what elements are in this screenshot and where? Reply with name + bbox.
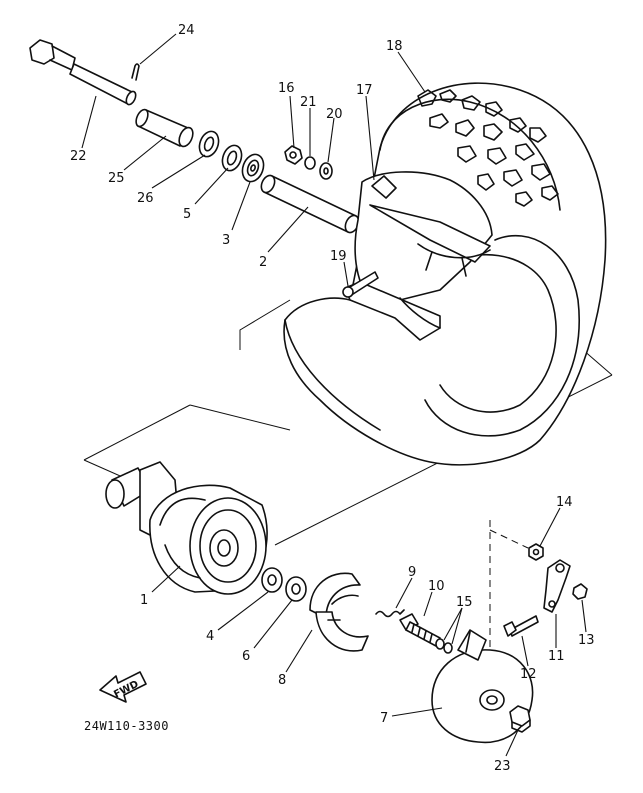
- label-21: 21: [300, 95, 317, 110]
- oil-seal-rear: [261, 567, 283, 593]
- drawing-code: 24W110-3300: [84, 719, 169, 733]
- brake-drum-hub: [105, 461, 268, 595]
- lever-nut: [572, 583, 588, 600]
- washer-nut: [528, 543, 544, 561]
- label-23: 23: [494, 759, 511, 774]
- cotter-pin: [131, 63, 140, 81]
- label-13: 13: [578, 633, 595, 648]
- label-15: 15: [456, 595, 473, 610]
- label-9: 9: [408, 565, 416, 580]
- label-11: 11: [548, 649, 565, 664]
- label-10: 10: [428, 579, 445, 594]
- label-7: 7: [380, 711, 388, 726]
- axle-nut: [509, 705, 531, 733]
- label-20: 20: [326, 107, 343, 122]
- label-12: 12: [520, 667, 537, 682]
- collar: [260, 174, 360, 234]
- bearing: [221, 144, 243, 172]
- label-19: 19: [330, 249, 347, 264]
- leader-lines: [81, 33, 587, 757]
- label-16: 16: [278, 81, 295, 96]
- return-spring: [375, 609, 405, 618]
- forward-direction-arrow: [99, 671, 147, 703]
- brake-shoe-set: [309, 572, 369, 652]
- nut: [284, 145, 303, 165]
- label-25: 25: [108, 171, 125, 186]
- oil-seal: [198, 130, 220, 158]
- brake-camshaft: [399, 613, 441, 647]
- label-3: 3: [222, 233, 230, 248]
- label-8: 8: [278, 673, 286, 688]
- lever-bolt: [503, 615, 539, 637]
- label-26: 26: [137, 191, 154, 206]
- tread-pattern: [417, 89, 559, 207]
- label-22: 22: [70, 149, 87, 164]
- brake-shoe-plate: [431, 629, 534, 744]
- label-6: 6: [242, 649, 250, 664]
- label-5: 5: [183, 207, 191, 222]
- axle-bolt: [29, 39, 137, 106]
- label-18: 18: [386, 39, 403, 54]
- spring-washer: [304, 156, 316, 170]
- label-2: 2: [259, 255, 267, 270]
- label-17: 17: [356, 83, 373, 98]
- cam-lever: [543, 559, 571, 613]
- plain-washer: [319, 162, 333, 180]
- part-labels: 24 22 25 26 5 3 2 16 21 20 17 18 19 1 4 …: [70, 23, 595, 774]
- label-14: 14: [556, 495, 573, 510]
- spacer-collar: [135, 108, 194, 148]
- o-rings: [435, 638, 453, 654]
- wheel-rim: [344, 171, 493, 341]
- bearing-rear: [285, 576, 307, 602]
- wheel-stud: [342, 271, 379, 298]
- label-4: 4: [206, 629, 214, 644]
- bearing-inner: [241, 153, 265, 183]
- label-24: 24: [178, 23, 195, 38]
- label-1: 1: [140, 593, 148, 608]
